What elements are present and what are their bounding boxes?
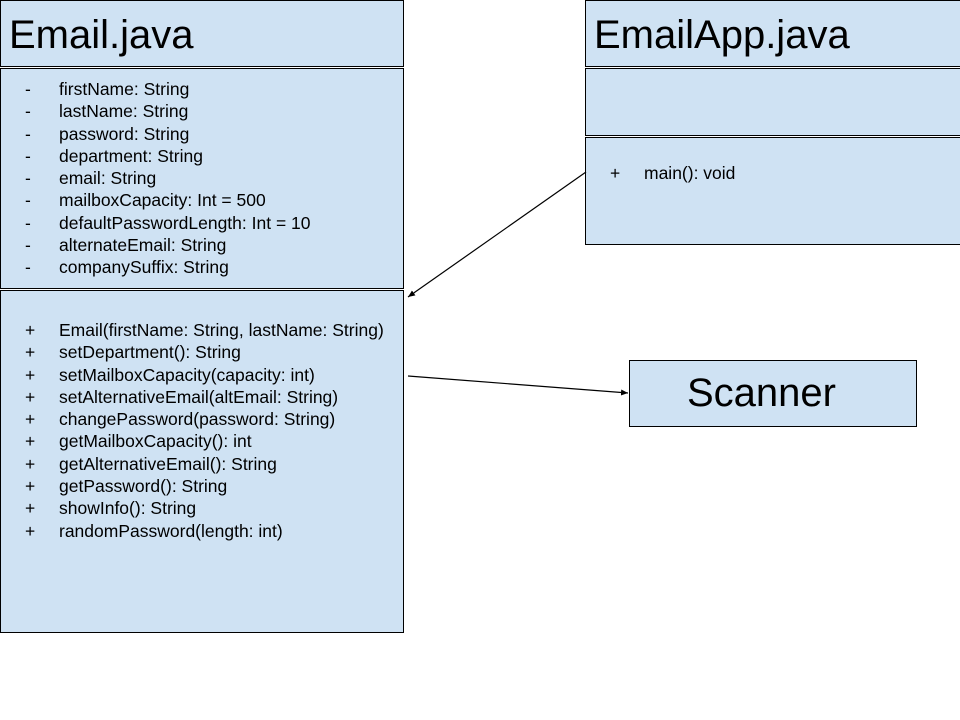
member-signature: companySuffix: String xyxy=(59,257,229,278)
email-class-header: Email.java xyxy=(0,0,404,67)
visibility-marker: + xyxy=(25,320,36,340)
member-signature: password: String xyxy=(59,123,190,144)
visibility-marker: - xyxy=(25,145,31,166)
visibility-marker: + xyxy=(25,520,36,541)
member-signature: firstName: String xyxy=(59,79,190,99)
attribute-item: - mailboxCapacity: Int = 500 xyxy=(1,189,403,211)
visibility-marker: + xyxy=(25,453,36,474)
email-class-attributes: - firstName: String - lastName: String - pass… xyxy=(0,68,404,289)
member-signature: getPassword(): String xyxy=(59,476,228,497)
member-signature: department: String xyxy=(59,145,203,166)
visibility-marker: - xyxy=(25,168,31,189)
visibility-marker: - xyxy=(25,257,31,278)
visibility-marker: - xyxy=(25,101,31,122)
scanner-box: Scanner xyxy=(629,360,917,427)
attribute-item: - companySuffix: String xyxy=(1,256,403,278)
method-item: + setDepartment(): String xyxy=(1,341,403,363)
member-signature: email: String xyxy=(59,168,157,189)
method-item: + showInfo(): String xyxy=(1,497,403,519)
visibility-marker: + xyxy=(25,364,36,385)
emailapp-class-attributes xyxy=(585,68,960,136)
arrow-emailapp-to-email xyxy=(407,171,587,298)
method-item: + main(): void xyxy=(586,162,960,184)
member-signature: randomPassword(length: int) xyxy=(59,520,283,541)
method-item: + changePassword(password: String) xyxy=(1,408,403,430)
visibility-marker: - xyxy=(25,190,31,211)
member-signature: changePassword(password: String) xyxy=(59,409,336,430)
email-class-title: Email.java xyxy=(9,13,194,57)
member-signature: getAlternativeEmail(): String xyxy=(59,453,277,474)
method-item: + Email(firstName: String, lastName: Stri… xyxy=(1,319,403,341)
attribute-item: - lastName: String xyxy=(1,100,403,122)
visibility-marker: - xyxy=(25,79,31,99)
member-signature: showInfo(): String xyxy=(59,498,197,519)
emailapp-class-methods: + main(): void xyxy=(585,137,960,245)
method-item: + getPassword(): String xyxy=(1,475,403,497)
visibility-marker: - xyxy=(25,123,31,144)
member-signature: setMailboxCapacity(capacity: int) xyxy=(59,364,315,385)
visibility-marker: + xyxy=(25,431,36,452)
emailapp-methods-list: + main(): void xyxy=(586,162,960,184)
email-attributes-list: - firstName: String - lastName: String - pass… xyxy=(1,78,403,279)
member-signature: main(): void xyxy=(644,163,736,183)
member-signature: defaultPasswordLength: Int = 10 xyxy=(59,212,311,233)
scanner-label: Scanner xyxy=(687,371,836,415)
method-item: + getAlternativeEmail(): String xyxy=(1,453,403,475)
attribute-item: - department: String xyxy=(1,145,403,167)
member-signature: alternateEmail: String xyxy=(59,235,227,256)
arrow-email-to-scanner xyxy=(407,375,629,396)
visibility-marker: + xyxy=(25,476,36,497)
attribute-item: - email: String xyxy=(1,167,403,189)
attribute-item: - alternateEmail: String xyxy=(1,234,403,256)
member-signature: mailboxCapacity: Int = 500 xyxy=(59,190,266,211)
email-class-methods: + Email(firstName: String, lastName: Stri… xyxy=(0,290,404,633)
attribute-item: - defaultPasswordLength: Int = 10 xyxy=(1,212,403,234)
visibility-marker: - xyxy=(25,212,31,233)
emailapp-class-header: EmailApp.java xyxy=(585,0,960,67)
visibility-marker: - xyxy=(25,235,31,256)
member-signature: getMailboxCapacity(): int xyxy=(59,431,252,452)
attribute-item: - password: String xyxy=(1,123,403,145)
visibility-marker: + xyxy=(610,163,621,183)
method-item: + randomPassword(length: int) xyxy=(1,520,403,542)
visibility-marker: + xyxy=(25,386,36,407)
emailapp-class-title: EmailApp.java xyxy=(594,13,850,57)
email-methods-list: + Email(firstName: String, lastName: Stri… xyxy=(1,319,403,542)
method-item: + getMailboxCapacity(): int xyxy=(1,430,403,452)
member-signature: Email(firstName: String, lastName: Strin… xyxy=(59,320,384,340)
member-signature: setDepartment(): String xyxy=(59,342,241,363)
visibility-marker: + xyxy=(25,498,36,519)
visibility-marker: + xyxy=(25,409,36,430)
method-item: + setMailboxCapacity(capacity: int) xyxy=(1,364,403,386)
member-signature: lastName: String xyxy=(59,101,189,122)
attribute-item: - firstName: String xyxy=(1,78,403,100)
member-signature: setAlternativeEmail(altEmail: String) xyxy=(59,386,339,407)
method-item: + setAlternativeEmail(altEmail: String) xyxy=(1,386,403,408)
visibility-marker: + xyxy=(25,342,36,363)
